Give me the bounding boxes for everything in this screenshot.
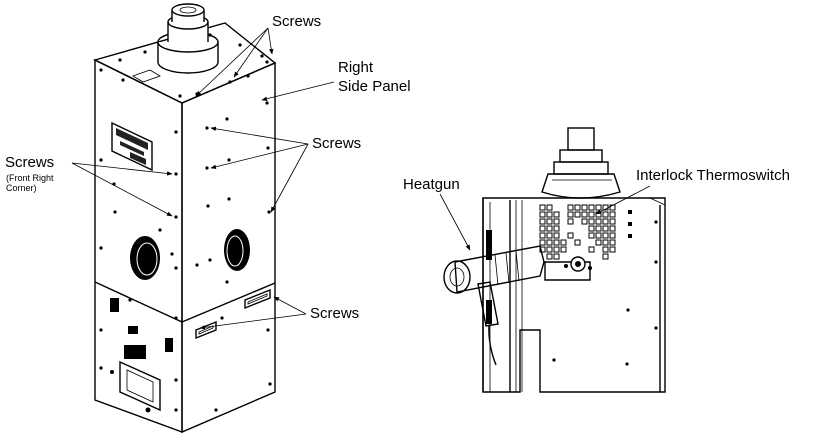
svg-text:Screws: Screws: [272, 13, 321, 30]
callout-screws-top: Screws: [195, 13, 321, 97]
flue-outlet: [157, 3, 219, 74]
callout-screws-left: Screws (Front Right Corner): [5, 154, 173, 217]
callout-screws-right: Screws: [210, 126, 361, 213]
nameplate: [111, 121, 153, 172]
right-blower-opening: [224, 229, 250, 271]
svg-text:Screws: Screws: [312, 135, 361, 152]
panel-body: [482, 197, 666, 393]
svg-text:Screws: Screws: [5, 154, 54, 171]
callout-interlock-thermoswitch: Interlock Thermoswitch: [595, 167, 790, 215]
control-components: [110, 298, 173, 413]
svg-text:Screws: Screws: [310, 305, 359, 322]
svg-text:Heatgun: Heatgun: [403, 176, 460, 193]
left-blower-opening: [130, 236, 160, 280]
svg-text:(Front Right: (Front Right: [6, 173, 54, 183]
heatgun-drawing: [443, 245, 545, 366]
thermoswitch-detail: [482, 127, 666, 393]
right-face-slot-lower: [195, 320, 217, 340]
right-side-panel: [181, 61, 276, 434]
callout-right-side-panel: Right Side Panel: [261, 59, 411, 101]
cabinet-drawing: [93, 3, 277, 434]
svg-text:Interlock Thermoswitch: Interlock Thermoswitch: [636, 167, 790, 184]
svg-text:Corner): Corner): [6, 183, 37, 193]
svg-text:Side Panel: Side Panel: [338, 78, 411, 95]
callout-screws-bottom: Screws: [199, 296, 359, 330]
callout-heatgun: Heatgun: [403, 176, 471, 251]
right-face-slot: [244, 288, 271, 310]
svg-text:Right: Right: [338, 59, 374, 76]
perforated-grid: [539, 204, 616, 260]
